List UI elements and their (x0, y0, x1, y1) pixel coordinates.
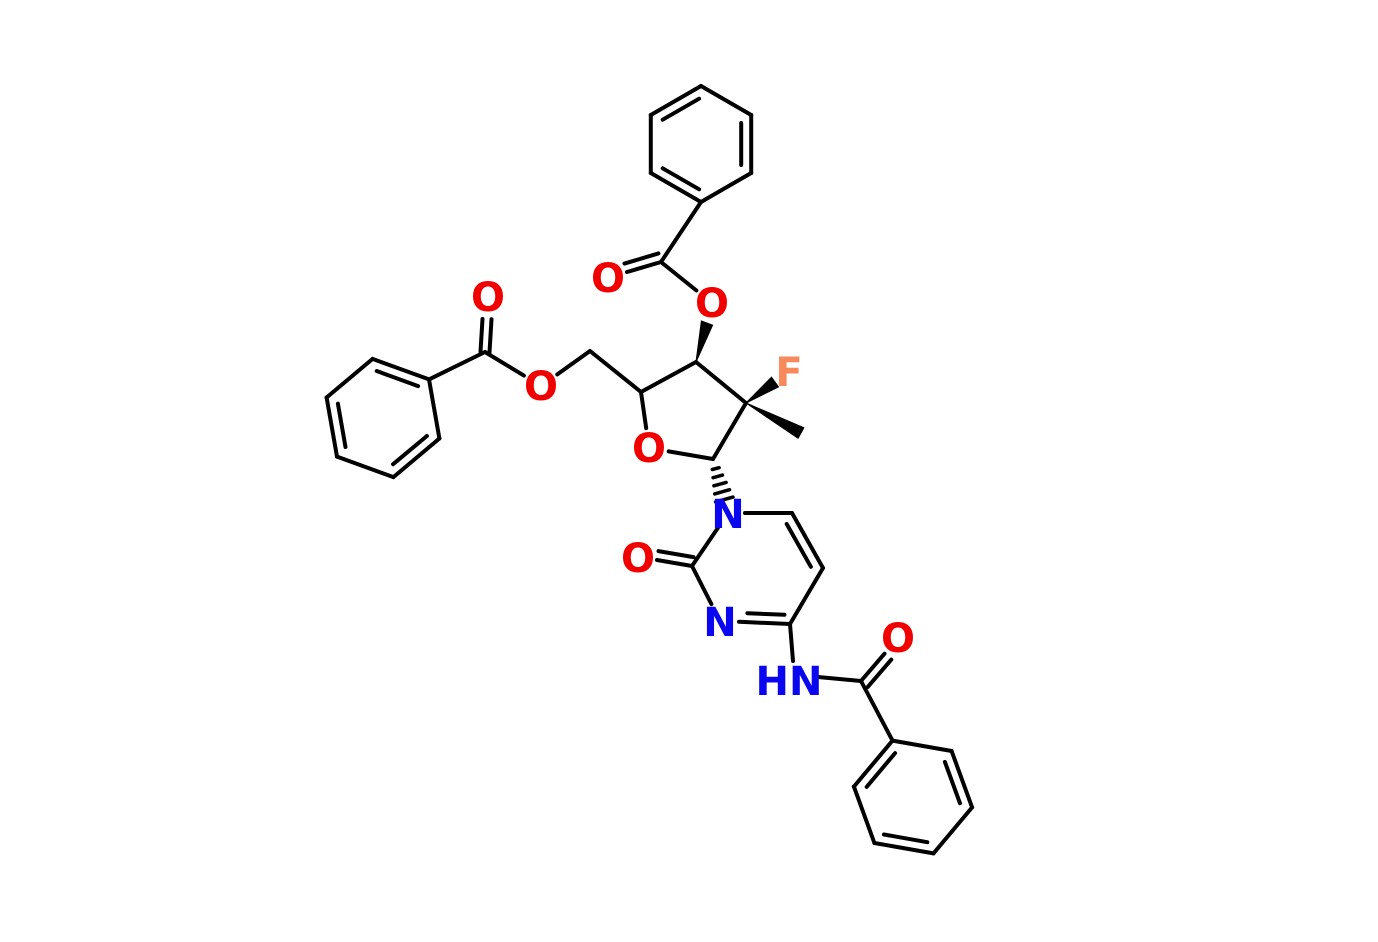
hash-mark (711, 473, 725, 480)
wedge-bond (695, 320, 714, 363)
double-bond (622, 251, 661, 266)
bond (324, 356, 375, 400)
amide-hn-label: HN (756, 659, 823, 705)
double-bond (859, 651, 887, 683)
bond (931, 805, 975, 856)
oxygen-atom-label: O (471, 275, 505, 321)
nitrogen-atom-label: N (711, 492, 744, 538)
benzoyl-ester-left (427, 317, 643, 394)
hash-mark (712, 487, 732, 496)
bond (335, 454, 396, 480)
oxygen-atom-label: O (695, 281, 729, 327)
hash-mark (712, 480, 728, 488)
bond (555, 349, 592, 377)
bond (639, 360, 698, 394)
bond (788, 622, 795, 663)
bond (690, 564, 714, 607)
double-bond (487, 317, 494, 355)
hashed-wedge-bond (710, 465, 735, 504)
benzene-ring-bottom (851, 738, 975, 856)
bond (851, 738, 895, 789)
double-bond (745, 611, 787, 617)
double-bond (864, 751, 898, 789)
benzamide-group (788, 622, 895, 743)
bond (391, 436, 442, 480)
bond (737, 619, 792, 626)
bond (790, 511, 825, 570)
bond (588, 349, 643, 394)
bond (859, 679, 895, 743)
bond (816, 675, 863, 683)
bond (711, 401, 748, 461)
cytosine-ring (655, 511, 825, 626)
atom-labels: O O O O O F N O N HN O (471, 256, 915, 705)
oxygen-atom-label: O (621, 536, 655, 582)
bond (483, 350, 526, 378)
bond (639, 390, 649, 431)
bond (872, 841, 936, 856)
double-bond (374, 369, 421, 389)
double-bond (391, 434, 429, 467)
hash-mark (710, 465, 721, 472)
double-bond (625, 260, 663, 274)
benzene-ring-top (648, 84, 754, 204)
bond (324, 395, 339, 459)
bond (699, 84, 754, 117)
bond (690, 525, 720, 568)
bond (648, 84, 703, 117)
fluorine-atom-label: F (775, 350, 802, 396)
hash-mark (713, 495, 735, 504)
double-bond (784, 522, 813, 569)
bond (788, 566, 825, 626)
bond (370, 356, 431, 382)
bond (949, 749, 975, 810)
benzene-ring-left (324, 356, 442, 480)
double-bond (655, 558, 694, 568)
bond (699, 171, 754, 204)
double-bond (656, 549, 696, 560)
bond (648, 171, 703, 204)
fluorine-wedge-bond (745, 376, 780, 404)
double-bond (660, 166, 702, 192)
benzoyl-ester-top (622, 200, 714, 363)
bond (666, 449, 715, 461)
oxygen-atom-label: O (524, 364, 558, 410)
oxygen-atom-label: O (632, 426, 666, 472)
methyl-wedge-bond (745, 402, 805, 440)
nitrogen-atom-label: N (703, 600, 736, 646)
bond (427, 377, 442, 441)
c2-substituents (745, 376, 805, 440)
ribose-ring (639, 360, 748, 461)
bond (659, 200, 703, 264)
oxygen-atom-label: O (591, 256, 625, 302)
bond (427, 350, 487, 382)
double-bond (660, 96, 702, 122)
double-bond (478, 317, 485, 354)
double-bond (942, 759, 962, 806)
double-bond (335, 401, 348, 449)
bond (694, 360, 748, 405)
bond (659, 260, 699, 293)
oxygen-atom-label: O (881, 616, 915, 662)
double-bond (882, 832, 930, 845)
bond (851, 784, 877, 845)
double-bond (865, 657, 894, 689)
bond (890, 738, 954, 753)
